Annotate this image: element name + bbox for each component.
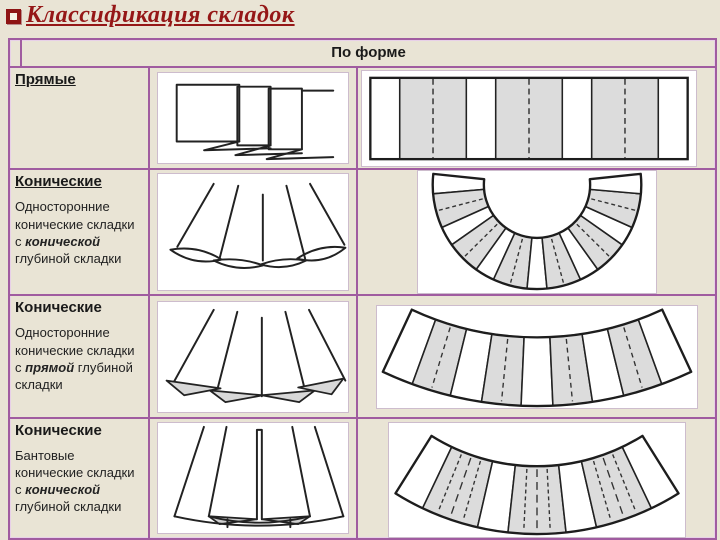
conical-pleats-straight-depth-drawing bbox=[157, 300, 349, 413]
row4-drawing-cell bbox=[150, 419, 358, 538]
row4-pattern-cell bbox=[358, 419, 715, 538]
header-spacer-cell bbox=[10, 40, 22, 66]
row1-drawing-cell bbox=[150, 67, 358, 169]
bow-conical-pleats-drawing bbox=[157, 422, 349, 534]
table-row-conical-3: Конические Бантовые конические складки с… bbox=[10, 419, 715, 538]
square-bullet-icon bbox=[6, 9, 21, 24]
row4-desc: Бантовые конические складки с конической… bbox=[15, 448, 135, 515]
row3-label: Конические bbox=[15, 299, 102, 317]
semicircular-pleat-pattern bbox=[416, 170, 657, 295]
page-title: Классификация складок bbox=[26, 2, 295, 28]
row2-label-cell: Конические Односторонние конические скла… bbox=[10, 170, 150, 295]
row3-drawing-cell bbox=[150, 296, 358, 417]
row2-desc: Односторонние конические складки с конич… bbox=[15, 199, 135, 266]
table-row-conical-2: Конические Односторонние конические скла… bbox=[10, 296, 715, 419]
straight-pleats-strip-pattern bbox=[361, 69, 697, 167]
conical-pleats-conical-depth-drawing bbox=[157, 173, 349, 292]
row1-label-cell: Прямые bbox=[10, 67, 150, 169]
arc-bow-pleat-pattern bbox=[387, 422, 686, 538]
row1-pattern-cell bbox=[358, 68, 715, 169]
shallow-arc-pleat-pattern bbox=[375, 304, 698, 409]
slide-title-row: Классификация складок bbox=[6, 2, 295, 29]
table-header-row: По форме bbox=[10, 40, 715, 68]
row2-pattern-cell bbox=[358, 170, 715, 295]
row3-desc: Односторонние конические складки с прямо… bbox=[15, 325, 135, 392]
row2-drawing-cell bbox=[150, 170, 358, 295]
table-row-conical-1: Конические Односторонние конические скла… bbox=[10, 170, 715, 297]
row3-label-cell: Конические Односторонние конические скла… bbox=[10, 296, 150, 417]
row1-label: Прямые bbox=[15, 70, 76, 88]
row2-label: Конические bbox=[15, 173, 102, 191]
table-row-straight: Прямые bbox=[10, 67, 715, 171]
row4-label-cell: Конические Бантовые конические складки с… bbox=[10, 419, 150, 538]
row4-label: Конические bbox=[15, 422, 102, 439]
straight-pleats-drawing bbox=[157, 72, 349, 165]
row3-pattern-cell bbox=[358, 296, 715, 417]
header-by-shape: По форме bbox=[331, 44, 406, 62]
classification-table: По форме Прямые bbox=[8, 38, 717, 540]
